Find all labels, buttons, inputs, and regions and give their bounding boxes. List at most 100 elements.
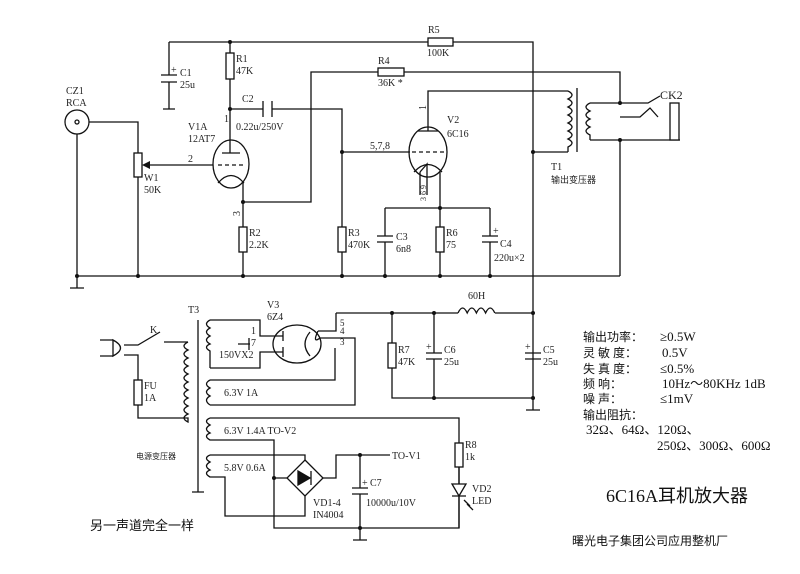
label-ck2: CK2: [660, 88, 683, 102]
label-v3-value: 6Z4: [267, 312, 283, 323]
tube-v2: [408, 126, 448, 178]
svg-text:+: +: [426, 342, 432, 353]
label-r6: R6: [446, 228, 458, 239]
impedance-line-1: 32Ω、64Ω、120Ω、: [586, 422, 699, 437]
label-r8: R8: [465, 440, 477, 451]
label-c7: C7: [370, 478, 382, 489]
potentiometer-w1: [133, 152, 143, 178]
label-t1-value: 输出变压器: [551, 174, 596, 186]
wires: [70, 41, 680, 541]
label-r1-value: 47K: [236, 66, 254, 77]
svg-text:+: +: [525, 342, 531, 353]
spec-label: 输出阻抗：: [583, 407, 643, 422]
label-to-v1: TO-V1: [392, 451, 421, 462]
label-c2: C2: [242, 94, 254, 105]
channel-note: 另一声道完全一样: [90, 518, 194, 534]
label-vd2-value: LED: [472, 496, 491, 507]
label-c7-value: 10000u/10V: [366, 498, 417, 509]
svg-text:+: +: [362, 478, 368, 489]
label-k: K: [150, 325, 158, 336]
label-t1: T1: [551, 162, 562, 173]
rca-connector-cz1: [64, 109, 90, 135]
spec-value: ≤0.5%: [660, 361, 694, 376]
label-r2-value: 2.2K: [249, 240, 270, 251]
resistor-r5: [427, 37, 454, 47]
impedance-line-2: 250Ω、300Ω、600Ω: [657, 438, 770, 453]
label-c3-value: 6n8: [396, 244, 411, 255]
label-r3-value: 470K: [348, 240, 371, 251]
label-v3-pin7: 7: [251, 338, 256, 349]
tube-v3: [272, 324, 322, 364]
component-labels: CZ1 RCA W1 50K C1 25u R1 47K C2 0.22u/25…: [66, 25, 683, 521]
resistor-r3: [337, 226, 347, 253]
label-v3-pin3: 3: [340, 337, 345, 347]
label-v1a-value: 12AT7: [188, 134, 215, 145]
label-v3-pin1: 1: [251, 326, 256, 337]
company-name: 曙光电子集团公司应用整机厂: [572, 533, 728, 548]
svg-text:+: +: [493, 226, 499, 237]
bridge-rectifier-vd1-4: [286, 459, 324, 497]
spec-label: 灵 敏 度：: [583, 345, 637, 360]
label-w1-value: 50K: [144, 185, 162, 196]
label-t3-w1: 150VX2: [219, 350, 253, 361]
label-r5-value: 100K: [427, 48, 450, 59]
label-v1a: V1A: [188, 122, 208, 133]
label-c6: C6: [444, 345, 456, 356]
label-cz1: CZ1: [66, 86, 84, 97]
label-inductor: 60H: [468, 291, 485, 302]
label-fu-value: 1A: [144, 393, 157, 404]
label-r3: R3: [348, 228, 360, 239]
spec-value: 0.5V: [662, 345, 688, 360]
tube-v1a: [212, 139, 250, 189]
label-c3: C3: [396, 232, 408, 243]
resistor-r2: [238, 226, 248, 253]
label-r4: R4: [378, 56, 390, 67]
spec-label: 频 响：: [583, 376, 622, 391]
label-r1: R1: [236, 54, 248, 65]
spec-value: ≥0.5W: [660, 329, 696, 344]
label-v2-pin1: 1: [418, 105, 429, 110]
label-vd2: VD2: [472, 484, 491, 495]
resistor-r8: [454, 442, 464, 468]
plug-icon: [112, 338, 122, 358]
resistor-r1: [225, 52, 235, 80]
label-r2: R2: [249, 228, 261, 239]
resistor-r4: [377, 67, 405, 77]
label-t3: T3: [188, 305, 199, 316]
label-c1-value: 25u: [180, 80, 195, 91]
label-r5: R5: [428, 25, 440, 36]
label-t3-w4: 5.8V 0.6A: [224, 463, 267, 474]
label-vd1-4-value: IN4004: [313, 510, 344, 521]
junction-dots: [75, 40, 622, 530]
label-r7: R7: [398, 345, 410, 356]
wiper-arrow-icon: [142, 161, 150, 169]
label-c5: C5: [543, 345, 555, 356]
label-vd1-4: VD1-4: [313, 498, 341, 509]
led-vd2: [450, 483, 474, 528]
spec-label: 输出功率：: [583, 329, 643, 344]
spec-value: 10Hz～80KHz 1dB: [662, 376, 766, 391]
label-v2-value: 6C16: [447, 129, 469, 140]
label-t3-w2: 6.3V 1A: [224, 388, 259, 399]
label-r8-value: 1k: [465, 452, 475, 463]
plus-marks: + + + + +: [171, 65, 531, 489]
label-c2-value: 0.22u/250V: [236, 122, 284, 133]
label-t3-value: 电源变压器: [136, 451, 176, 461]
resistor-r6: [435, 226, 445, 253]
spec-label: 噪 声：: [583, 392, 622, 406]
spec-table: 输出功率： ≥0.5W 灵 敏 度： 0.5V 失 真 度： ≤0.5% 频 响…: [583, 329, 770, 453]
label-v1a-pin3: 3: [232, 211, 243, 216]
label-w1: W1: [144, 173, 158, 184]
jack-ck2-body: [669, 102, 680, 141]
label-v2-pin-grid: 5,7,8: [370, 141, 390, 152]
label-c4-value: 220u×2: [494, 253, 525, 264]
spec-label: 失 真 度：: [583, 361, 637, 376]
label-c4: C4: [500, 239, 512, 250]
resistors: [133, 37, 680, 468]
label-cz1-value: RCA: [66, 98, 87, 109]
label-c5-value: 25u: [543, 357, 558, 368]
label-v3: V3: [267, 300, 279, 311]
label-v3-pin4: 4: [340, 326, 345, 336]
